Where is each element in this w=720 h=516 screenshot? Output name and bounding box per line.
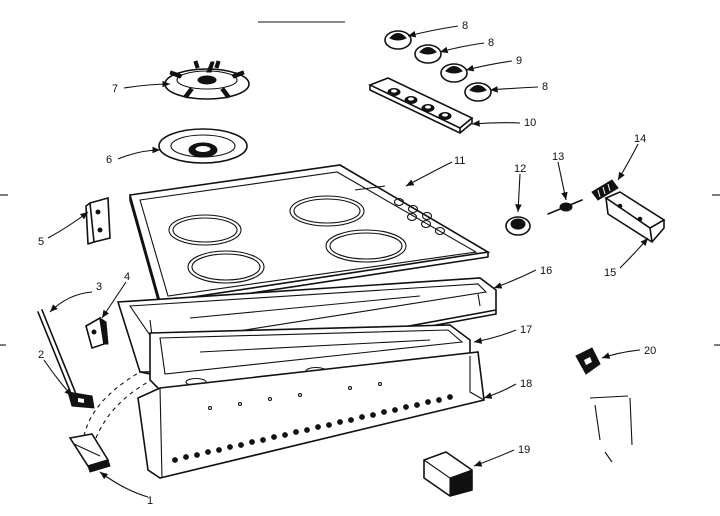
part-cooktop — [128, 164, 491, 308]
part-knob-fourth — [464, 82, 492, 102]
part-valve-stem — [547, 199, 583, 215]
callout-12: 12 — [514, 163, 526, 175]
part-junction-block — [423, 451, 473, 497]
part-mounting-bracket — [85, 196, 111, 245]
callout-11: 11 — [454, 155, 465, 167]
callout-15: 15 — [604, 267, 616, 279]
part-control-panel — [367, 77, 474, 134]
callout-9: 9 — [516, 55, 522, 67]
leader-lines — [43, 25, 649, 498]
callout-19: 19 — [518, 444, 530, 456]
callout-5: 5 — [38, 236, 44, 248]
callout-16: 16 — [540, 265, 552, 277]
part-burner-grate — [164, 60, 250, 100]
part-clip — [85, 316, 109, 350]
callout-17: 17 — [520, 324, 532, 336]
callout-8c: 8 — [542, 81, 548, 93]
part-rod-bracket — [67, 391, 95, 409]
callout-20: 20 — [644, 345, 656, 357]
part-spring-clip — [575, 347, 601, 375]
callout-3: 3 — [96, 281, 102, 293]
scribble-mark — [589, 395, 633, 463]
callout-2: 2 — [38, 349, 44, 361]
callout-1: 1 — [147, 495, 153, 507]
callout-labels: 1 2 3 4 5 6 7 8 8 9 8 10 11 12 13 14 15 … — [38, 20, 656, 507]
callout-6: 6 — [106, 154, 112, 166]
callout-10: 10 — [524, 117, 536, 129]
part-spring — [591, 179, 619, 201]
callout-13: 13 — [552, 151, 564, 163]
part-knob-top — [384, 30, 412, 50]
callout-8b: 8 — [488, 37, 494, 49]
callout-4: 4 — [124, 271, 130, 283]
callout-14: 14 — [634, 133, 646, 145]
part-burner-box — [137, 351, 485, 479]
part-knob-third — [440, 63, 468, 83]
part-side-bracket — [604, 191, 666, 243]
part-igniter — [68, 433, 111, 473]
part-drip-bowl — [158, 128, 248, 164]
callout-8a: 8 — [462, 20, 468, 32]
callout-18: 18 — [520, 378, 532, 390]
part-knob-second — [414, 44, 442, 64]
callout-7: 7 — [112, 83, 118, 95]
part-rod — [37, 309, 77, 397]
part-knob-stem — [505, 216, 531, 236]
